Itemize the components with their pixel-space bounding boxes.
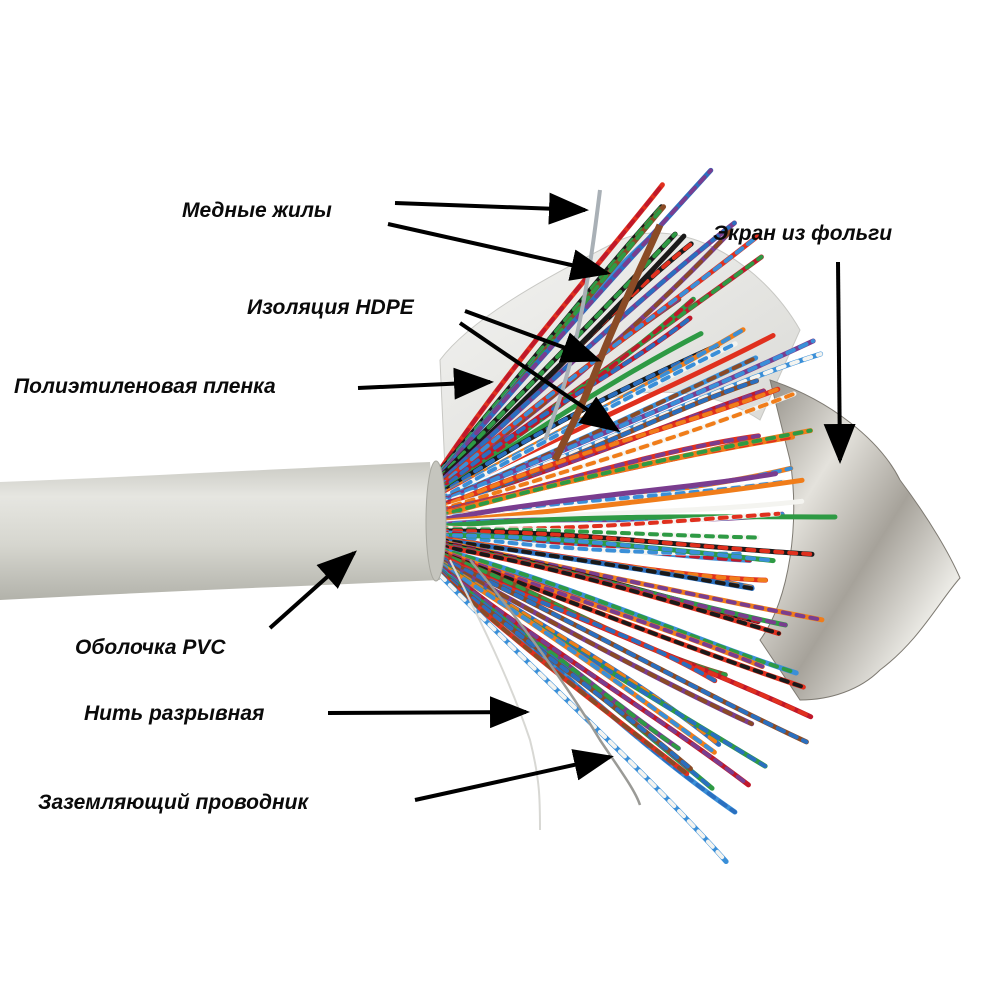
arrow-foil (823, 261, 856, 464)
twisted-pair-stripe (438, 182, 665, 472)
arrow-pvc (268, 550, 357, 630)
pvc-sheath (0, 462, 440, 600)
label-polyethylene-film: Полиэтиленовая пленка (14, 375, 276, 398)
label-ripcord: Нить разрывная (84, 702, 265, 725)
arrow-film (357, 367, 494, 400)
callout-arrows (268, 192, 856, 802)
twisted-pair-stripe (438, 550, 806, 690)
twisted-pair-stripe (438, 544, 781, 636)
copper-core-wire (543, 189, 602, 441)
twisted-pair-stripe (438, 316, 692, 494)
drain-wire (469, 559, 642, 806)
twisted-pair-stripe (438, 538, 755, 591)
label-copper-cores: Медные жилы (182, 199, 332, 222)
twisted-pair-stripe (438, 387, 780, 511)
twisted-pair-stripe (438, 533, 776, 563)
twisted-pair-stripe (438, 338, 816, 504)
twisted-pair-stripe (438, 514, 837, 529)
label-drain-wire: Заземляющий проводник (38, 791, 309, 814)
twisted-pair-stripe (438, 391, 796, 512)
arrow-copper-cores-2 (387, 222, 611, 281)
twisted-pair-stripe (438, 569, 693, 771)
label-foil-shield: Экран из фольги (713, 222, 893, 245)
foil-shield (759, 379, 961, 701)
twisted-pair-stripe (438, 428, 813, 518)
arrow-ripcord (327, 696, 530, 729)
twisted-pair-stripe (438, 528, 814, 557)
twisted-pair-stripe (438, 547, 799, 675)
label-hdpe-insulation: Изоляция HDPE (247, 296, 414, 319)
twisted-pair-stripe (438, 478, 805, 524)
arrow-hdpe-1 (464, 309, 602, 363)
twisted-pair-stripe (438, 471, 778, 523)
arrow-hdpe-2 (458, 321, 621, 433)
arrow-drain (414, 749, 614, 802)
twisted-pair-stripe (438, 297, 696, 492)
twisted-pair-stripe (438, 556, 809, 744)
twisted-pair-stripe (438, 565, 751, 787)
arrow-copper-cores-1 (394, 192, 589, 225)
twisted-pair-stripe (438, 557, 754, 726)
twisted-pair-stripe (438, 562, 717, 755)
pvc-sheath-end (425, 460, 447, 582)
twisted-pair-stripe (438, 530, 752, 563)
label-pvc-sheath: Оболочка PVC (75, 636, 226, 659)
twisted-pair-stripe (438, 563, 681, 751)
